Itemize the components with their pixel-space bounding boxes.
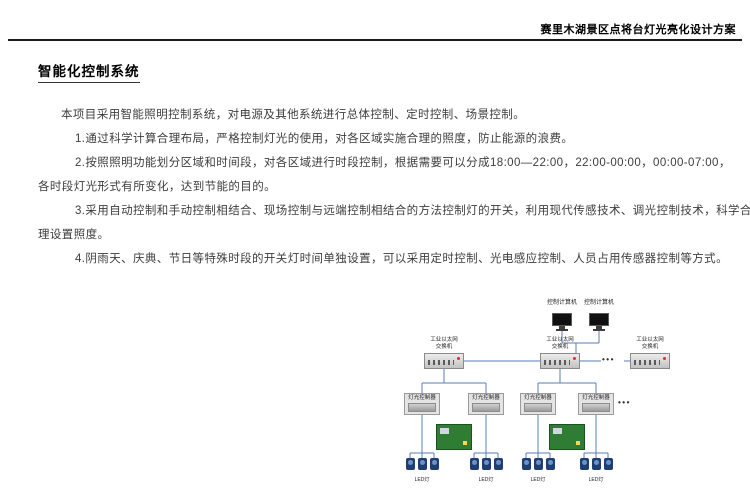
header-rule xyxy=(8,39,742,41)
section-title-text: 智能化控制系统 xyxy=(38,64,140,83)
led-light-icon xyxy=(545,458,555,470)
wires-controllers-to-lights xyxy=(409,415,609,458)
switch-led-indicator xyxy=(457,357,460,360)
led-light-icon xyxy=(591,458,601,470)
computer-screen xyxy=(589,313,609,326)
controller-body xyxy=(524,403,552,412)
circuit-board-icon xyxy=(549,424,585,450)
section-title: 智能化控制系统 xyxy=(38,60,140,83)
paragraph-line: 1.通过科学计算合理布局，严格控制灯光的使用，对各区域实施合理的照度，防止能源的… xyxy=(75,133,574,145)
header-title: 赛里木湖景区点将台灯光亮化设计方案 xyxy=(540,24,736,36)
light-controller: 灯光控制器 xyxy=(578,393,614,415)
computer-stand xyxy=(559,326,565,329)
wires-computers xyxy=(561,331,600,353)
computer-base xyxy=(556,329,568,331)
body-text: 本项目采用智能照明控制系统，对电源及其他系统进行总体控制、定时控制、场景控制。 … xyxy=(38,103,750,271)
controller-label: 灯光控制器 xyxy=(524,395,552,401)
paragraph-line: 2.按照照明功能划分区域和时间段，对各区域进行时段控制，根据需要可以分成18:0… xyxy=(75,157,731,169)
ellipsis: ••• xyxy=(618,398,631,407)
switch-label: 工业以太网 交换机 xyxy=(546,337,574,350)
computer-screen xyxy=(552,313,572,326)
controller-label: 灯光控制器 xyxy=(582,395,610,401)
computer-icon xyxy=(552,313,572,331)
paragraph-line: 3.采用自动控制和手动控制相结合、现场控制与远端控制相结合的方法控制灯的开关，利… xyxy=(75,205,750,217)
wires-switch-to-controllers xyxy=(421,369,597,393)
ethernet-switch-icon xyxy=(630,353,670,369)
computer-icon xyxy=(589,313,609,331)
controller-label: 灯光控制器 xyxy=(408,395,436,401)
paragraph-line: 本项目采用智能照明控制系统，对电源及其他系统进行总体控制、定时控制、场景控制。 xyxy=(61,109,526,121)
ellipsis: ••• xyxy=(602,355,615,364)
paragraph-line: 4.阴雨天、庆典、节日等特殊时段的开关灯时间单独设置，可以采用定时控制、光电感应… xyxy=(75,253,728,265)
led-light-icon xyxy=(533,458,543,470)
computer-base xyxy=(593,329,605,331)
led-light-icon xyxy=(469,458,479,470)
paragraph-line: 各时段灯光形式有所变化，达到节能的目的。 xyxy=(38,181,276,193)
led-light-icon xyxy=(603,458,613,470)
paragraph-line: 理设置照度。 xyxy=(38,229,110,241)
light-controller: 灯光控制器 xyxy=(520,393,556,415)
controller-body xyxy=(472,403,500,412)
controller-body xyxy=(408,403,436,412)
led-light-icon xyxy=(417,458,427,470)
led-light-icon xyxy=(405,458,415,470)
led-light-icon xyxy=(521,458,531,470)
computer-label: 控制计算机 xyxy=(546,300,577,306)
led-light-icon xyxy=(579,458,589,470)
diagram-wires xyxy=(409,331,630,458)
switch-led-indicator xyxy=(573,357,576,360)
network-diagram: 控制计算机 控制计算机 工业以太网 交换机 工业以太网 交换机 工业以太网 交换… xyxy=(390,293,725,503)
switch-label: 工业以太网 交换机 xyxy=(636,337,664,350)
switch-led-indicator xyxy=(663,357,666,360)
led-light-icon xyxy=(493,458,503,470)
ethernet-switch-icon xyxy=(540,353,580,369)
led-group-label: LED灯 xyxy=(414,477,430,483)
led-light-icon xyxy=(481,458,491,470)
led-group-label: LED灯 xyxy=(588,477,604,483)
circuit-board-icon xyxy=(436,424,472,450)
led-group-label: LED灯 xyxy=(478,477,494,483)
computer-label: 控制计算机 xyxy=(583,300,614,306)
light-controller: 灯光控制器 xyxy=(404,393,440,415)
led-light-icon xyxy=(429,458,439,470)
light-controller: 灯光控制器 xyxy=(468,393,504,415)
switch-label: 工业以太网 交换机 xyxy=(430,337,458,350)
controller-label: 灯光控制器 xyxy=(472,395,500,401)
controller-body xyxy=(582,403,610,412)
switch-ports xyxy=(634,360,660,365)
computer-stand xyxy=(596,326,602,329)
led-group-label: LED灯 xyxy=(530,477,546,483)
switch-ports xyxy=(428,360,454,365)
ethernet-switch-icon xyxy=(424,353,464,369)
switch-ports xyxy=(544,360,570,365)
